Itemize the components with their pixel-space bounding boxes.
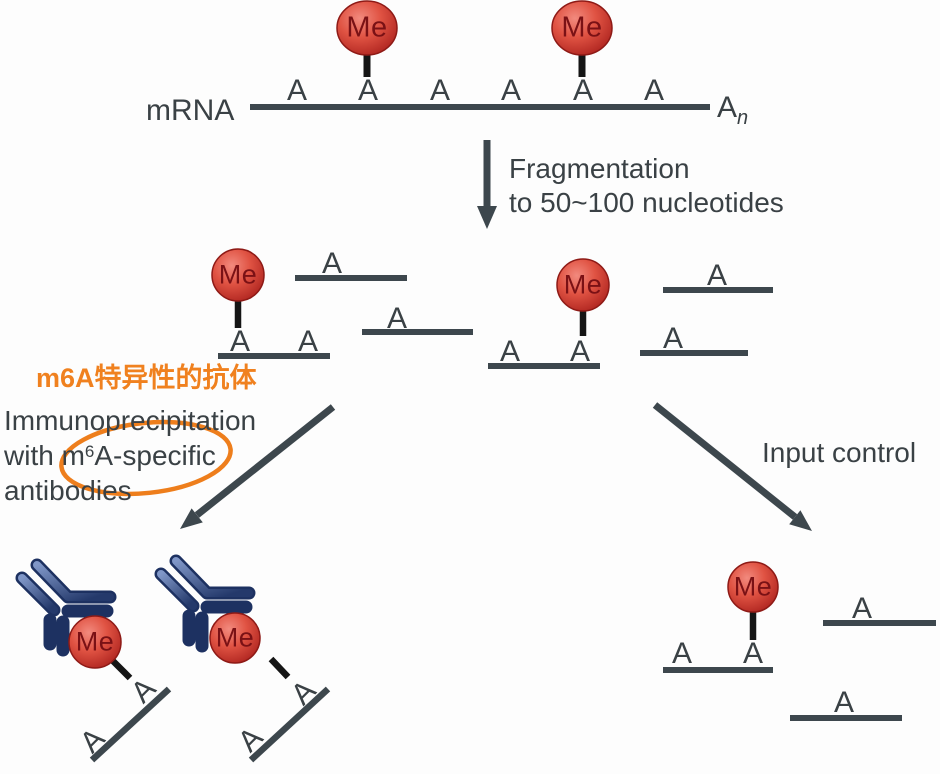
adenine-label: A (671, 637, 693, 670)
arrow-head (477, 206, 497, 229)
adenine-label: A (500, 74, 522, 107)
ip-caption-line2: with m6A-specific (4, 440, 216, 472)
ip-caption-line2-prefix: with m (4, 440, 85, 471)
adenine-label: A (357, 74, 379, 107)
fragmentation-arrow (477, 140, 497, 229)
methyl-label: Me (561, 11, 603, 44)
adenine-label: A (572, 74, 594, 107)
adenine-label: A (429, 74, 451, 107)
ip-arrow (180, 404, 336, 529)
adenine-label: A (706, 259, 728, 292)
adenine-label: A (662, 322, 684, 355)
adenine-label: A (386, 302, 408, 335)
adenine-label: A (297, 325, 319, 358)
methyl-label: Me (346, 11, 388, 44)
methyl-badge (209, 612, 261, 664)
methyl-badge (68, 615, 122, 669)
adenine-label: A (321, 247, 343, 280)
adenine-label: A (229, 325, 251, 358)
ip-caption-line2-superscript: 6 (84, 442, 95, 461)
ip-caption-line1: Immunoprecipitation (4, 405, 257, 436)
methyl-label: Me (733, 571, 773, 602)
methyl-badge (556, 258, 610, 312)
methyl-label: Me (563, 269, 603, 300)
ip-caption-line3: antibodies (4, 475, 132, 506)
adenine-label: A (569, 335, 591, 368)
poly-a-base: A (717, 91, 738, 124)
adenine-label: A (643, 74, 665, 107)
methyl-label: Me (75, 626, 115, 657)
adenine-label: A (833, 686, 855, 719)
fragment-pool (211, 248, 773, 369)
mrna-label: mRNA (146, 94, 235, 127)
methyl-badge (211, 248, 265, 302)
methyl-label: Me (218, 259, 258, 290)
poly-a-subscript: n (737, 107, 749, 129)
arrow-head (789, 510, 812, 531)
adenine-label: A (499, 335, 521, 368)
methyl-stem (268, 656, 291, 680)
input-arrow (652, 402, 812, 531)
ip-complex-1 (68, 615, 172, 763)
methyl-label: Me (215, 622, 255, 653)
arrow-shaft (194, 404, 336, 518)
rna-fragment (248, 686, 331, 763)
adenine-label: A (742, 637, 764, 670)
methyl-stem (109, 657, 133, 681)
fragmentation-caption-line1: Fragmentation (509, 153, 690, 184)
input-fragments (663, 561, 936, 721)
arrow-head (180, 508, 203, 529)
mrna-strand (250, 0, 710, 110)
adenine-label: A (851, 592, 873, 625)
methyl-badge (336, 0, 398, 56)
fragmentation-caption-line2: to 50~100 nucleotides (509, 187, 784, 218)
arrow-shaft (652, 402, 798, 520)
poly-a-label: An (717, 91, 748, 129)
ip-caption-line2-suffix: A-specific (94, 440, 216, 471)
methyl-badge (727, 561, 779, 613)
adenine-label: A (286, 74, 308, 107)
ip-complex-2 (209, 612, 331, 763)
cn-annotation: m6A特异性的抗体 (36, 363, 257, 393)
highlight-ellipse (59, 419, 233, 497)
methyl-badge (551, 0, 613, 56)
rna-fragment (89, 686, 172, 763)
input-control-label: Input control (762, 437, 917, 468)
